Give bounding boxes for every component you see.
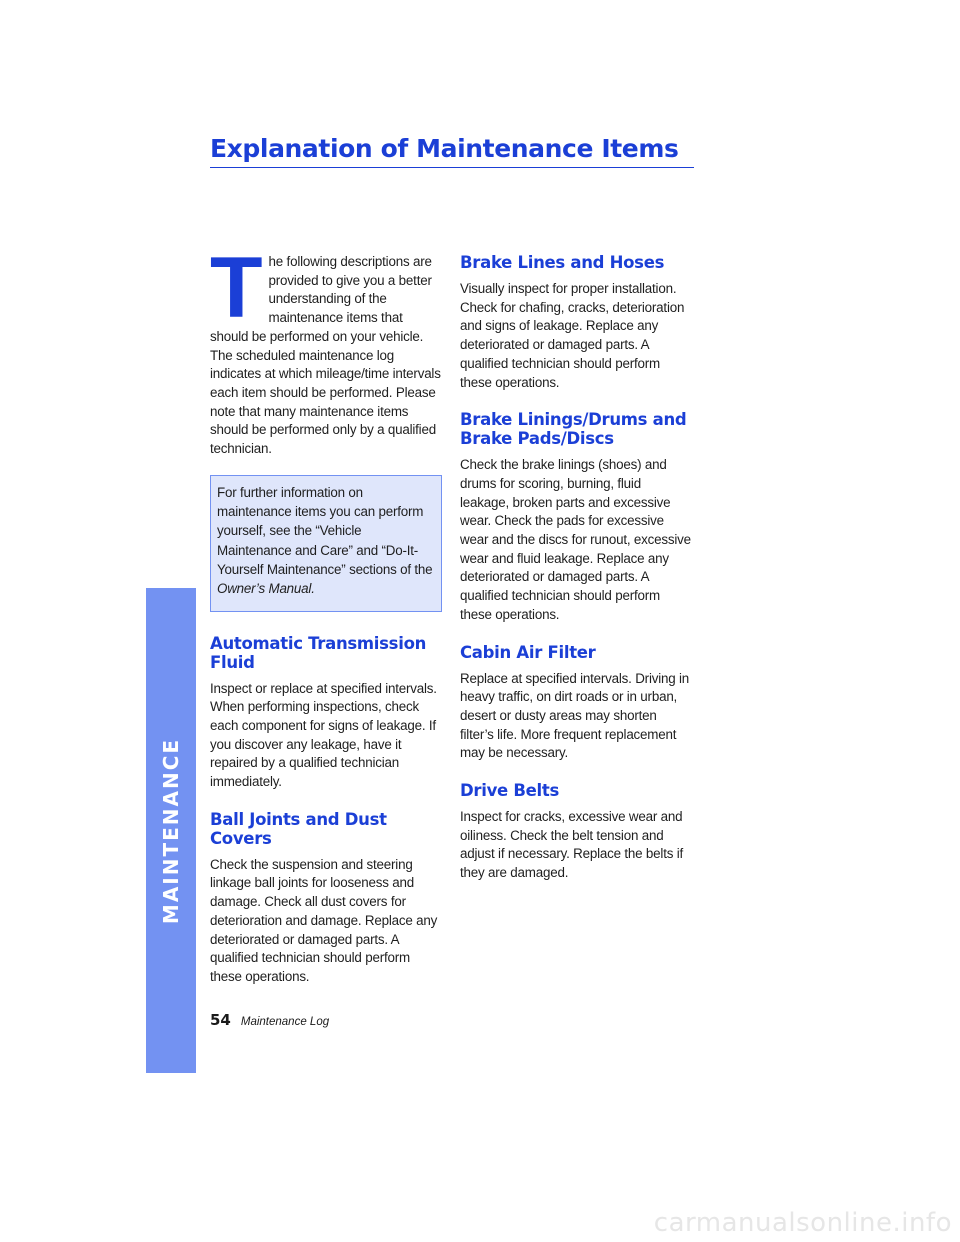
side-tab-label: MAINTENANCE: [159, 737, 183, 924]
section-brake-linings: Brake Linings/Drums and Brake Pads/Discs…: [460, 410, 692, 624]
page-number: 54: [210, 1011, 231, 1029]
page-title: Explanation of Maintenance Items: [210, 134, 679, 163]
note-body: For further information on maintenance i…: [217, 484, 433, 577]
watermark: carmanualsonline.info: [653, 1208, 952, 1238]
drop-cap: T: [210, 240, 263, 336]
section-heading: Brake Linings/Drums and Brake Pads/Discs: [460, 410, 687, 449]
title-rule: [210, 167, 694, 168]
left-column: T he following descriptions are provided…: [210, 240, 442, 987]
section-body: Check the suspension and steering linkag…: [210, 856, 438, 984]
section-body: Replace at specified intervals. Driving …: [460, 670, 690, 761]
section-ball-joints: Ball Joints and Dust Covers Check the su…: [210, 810, 442, 987]
note-box: For further information on maintenance i…: [210, 474, 442, 612]
section-heading: Cabin Air Filter: [460, 642, 596, 662]
intro-paragraph: T he following descriptions are provided…: [210, 240, 442, 459]
section-body: Visually inspect for proper installation…: [460, 281, 685, 390]
section-heading: Ball Joints and Dust Covers: [210, 809, 387, 848]
section-heading: Automatic Transmission Fluid: [210, 633, 427, 672]
section-cabin-air-filter: Cabin Air Filter Replace at specified in…: [460, 643, 692, 764]
section-body: Check the brake linings (shoes) and drum…: [460, 457, 691, 622]
section-body: Inspect for cracks, excessive wear and o…: [460, 809, 684, 881]
page-footer: 54 Maintenance Log: [210, 1011, 329, 1029]
section-heading: Brake Lines and Hoses: [460, 253, 665, 272]
intro-text: he following descriptions are provided t…: [210, 254, 441, 457]
footer-label: Maintenance Log: [240, 1016, 330, 1028]
note-text: For further information on maintenance i…: [217, 483, 434, 599]
section-automatic-transmission-fluid: Automatic Transmission Fluid Inspect or …: [210, 634, 442, 792]
owners-manual-reference: Owner’s Manual.: [217, 581, 315, 597]
section-heading: Drive Belts: [460, 781, 560, 801]
section-brake-lines: Brake Lines and Hoses Visually inspect f…: [460, 253, 692, 392]
section-body: Inspect or replace at specified interval…: [210, 680, 437, 790]
section-drive-belts: Drive Belts Inspect for cracks, excessiv…: [460, 781, 692, 883]
section-side-tab: MAINTENANCE: [146, 588, 196, 1073]
right-column: Brake Lines and Hoses Visually inspect f…: [460, 253, 692, 883]
